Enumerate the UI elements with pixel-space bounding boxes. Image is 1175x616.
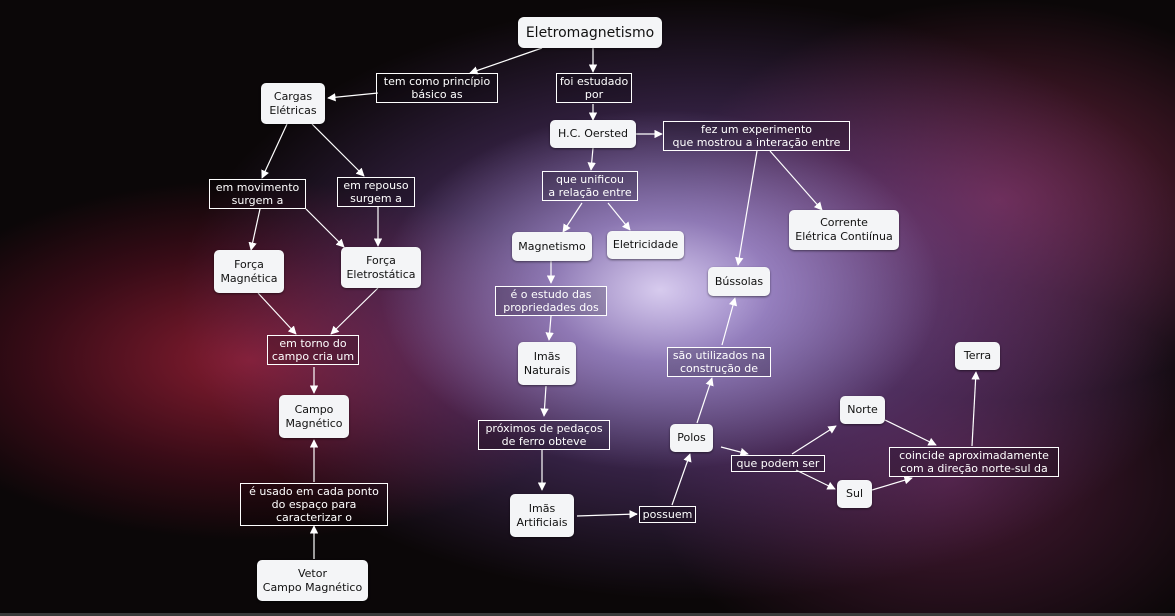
arrow-coincide-to-terra bbox=[971, 371, 980, 447]
concept-sul[interactable]: Sul bbox=[837, 480, 872, 508]
phrase-que-unificou: que unificou a relação entre bbox=[542, 171, 638, 201]
concept-imas-naturais[interactable]: Imãs Naturais bbox=[518, 342, 576, 385]
concept-eletricidade[interactable]: Eletricidade bbox=[607, 231, 684, 259]
arrow-saoutilizados-to-bussolas bbox=[721, 297, 738, 346]
phrase-proximos-ferro: próximos de pedaços de ferro obteve bbox=[478, 420, 610, 450]
phrase-tem-como-principio: tem como princípio básico as bbox=[376, 73, 498, 103]
arrow-fez-to-bussolas bbox=[735, 150, 758, 266]
arrow-possuem-to-polos bbox=[671, 453, 692, 506]
arrow-sul-to-coincide bbox=[871, 476, 913, 491]
arrow-cargas-to-movimento bbox=[261, 123, 288, 179]
phrase-em-torno: em torno do campo cria um bbox=[267, 335, 359, 365]
concept-norte[interactable]: Norte bbox=[840, 396, 885, 424]
arrow-norte-to-coincide bbox=[884, 419, 937, 446]
phrase-possuem: possuem bbox=[639, 506, 696, 523]
arrow-tem-to-cargas bbox=[327, 92, 379, 102]
arrow-estudo-to-naturais bbox=[545, 315, 554, 341]
arrow-quepodem-to-norte bbox=[791, 425, 837, 455]
arrow-quepodem-to-sul bbox=[795, 469, 836, 490]
arrow-polos-to-saoutilizados bbox=[696, 377, 714, 424]
bottom-edge bbox=[0, 613, 1175, 616]
arrow-movimento-to-eletrostatica bbox=[305, 208, 345, 248]
concept-forca-eletrostatica[interactable]: Força Eletrostática bbox=[341, 247, 421, 288]
concept-cargas-eletricas[interactable]: Cargas Elétricas bbox=[261, 83, 325, 124]
phrase-em-repouso: em repouso surgem a bbox=[337, 177, 415, 207]
phrase-foi-estudado: foi estudado por bbox=[556, 73, 632, 103]
concept-corrente-eletrica[interactable]: Corrente Elétrica Contiínua bbox=[789, 210, 899, 250]
arrow-unificou-to-magnetismo bbox=[562, 202, 583, 233]
phrase-sao-utilizados: são utilizados na construção de bbox=[667, 347, 771, 377]
phrase-que-podem-ser: que podem ser bbox=[731, 455, 825, 472]
arrow-magnetica-to-emtorno bbox=[257, 292, 297, 335]
arrow-polos-to-quepodem bbox=[720, 446, 749, 457]
concept-bussolas[interactable]: Bússolas bbox=[708, 267, 770, 296]
concept-hc-oersted[interactable]: H.C. Oersted bbox=[550, 120, 636, 148]
arrow-unificou-to-eletricidade bbox=[607, 202, 631, 231]
arrow-artificiais-to-possuem bbox=[576, 510, 638, 519]
phrase-usado-cada-ponto: é usado em cada ponto do espaço para car… bbox=[240, 483, 388, 526]
arrow-eletrostatica-to-emtorno bbox=[330, 287, 379, 335]
concept-eletromagnetismo[interactable]: Eletromagnetismo bbox=[518, 17, 662, 48]
concept-forca-magnetica[interactable]: Força Magnética bbox=[214, 250, 284, 293]
phrase-estudo-propriedades: é o estudo das propriedades dos bbox=[495, 286, 607, 316]
concept-polos[interactable]: Polos bbox=[670, 424, 713, 452]
concept-campo-magnetico[interactable]: Campo Magnético bbox=[279, 395, 349, 438]
concept-magnetismo[interactable]: Magnetismo bbox=[512, 232, 592, 261]
concept-vetor-campo-magnetico[interactable]: Vetor Campo Magnético bbox=[257, 560, 368, 601]
arrow-eletro-to-tem bbox=[469, 47, 543, 75]
arrow-naturais-to-proximos bbox=[540, 385, 549, 417]
arrow-cargas-to-repouso bbox=[311, 123, 365, 177]
concept-imas-artificiais[interactable]: Imãs Artificiais bbox=[510, 494, 574, 537]
arrow-oersted-to-unificou bbox=[587, 147, 596, 171]
phrase-em-movimento: em movimento surgem a bbox=[209, 179, 306, 209]
phrase-fez-experimento: fez um experimento que mostrou a interaç… bbox=[663, 121, 850, 151]
concept-terra[interactable]: Terra bbox=[955, 342, 1000, 370]
arrow-fez-to-corrente bbox=[769, 150, 823, 211]
phrase-coincide: coincide aproximadamente com a direção n… bbox=[889, 447, 1059, 477]
arrow-movimento-to-magnetica bbox=[248, 208, 261, 251]
